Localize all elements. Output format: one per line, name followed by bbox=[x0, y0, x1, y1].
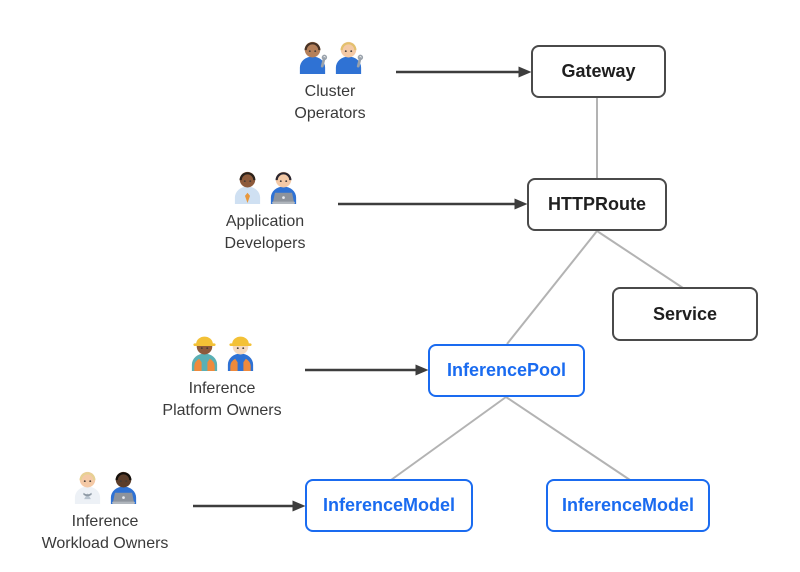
node-httproute: HTTPRoute bbox=[527, 178, 667, 231]
actor-application-developers: Application Developers bbox=[175, 167, 355, 255]
actor-label-line: Workload Owners bbox=[41, 535, 169, 552]
workload-owners-pair-icon bbox=[71, 467, 140, 504]
actor-label-inference-workload-owners: Inference Workload Owners bbox=[42, 511, 169, 555]
node-inference-model-left: InferenceModel bbox=[305, 479, 473, 532]
edge-httproute-service bbox=[596, 230, 684, 289]
actor-label-inference-platform-owners: Inference Platform Owners bbox=[162, 378, 281, 422]
edge-inferencepool-inferencemodel-left bbox=[390, 396, 507, 481]
edge-httproute-inferencepool bbox=[506, 230, 598, 345]
node-inference-pool: InferencePool bbox=[428, 344, 585, 397]
actor-label-line: Operators bbox=[294, 105, 366, 122]
actor-label-application-developers: Application Developers bbox=[225, 211, 306, 255]
actor-label-line: Inference bbox=[71, 513, 139, 530]
node-gateway: Gateway bbox=[531, 45, 666, 98]
developers-pair-icon bbox=[231, 167, 300, 204]
construction-workers-pair-icon bbox=[188, 334, 257, 371]
actor-inference-platform-owners: Inference Platform Owners bbox=[132, 334, 312, 422]
actor-cluster-operators: Cluster Operators bbox=[240, 37, 420, 125]
actor-label-line: Cluster bbox=[304, 83, 356, 100]
actor-label-line: Application bbox=[225, 213, 305, 230]
node-inference-model-right: InferenceModel bbox=[546, 479, 710, 532]
actor-label-line: Inference bbox=[188, 380, 256, 397]
node-service: Service bbox=[612, 287, 758, 341]
actor-label-line: Developers bbox=[224, 235, 306, 252]
edge-inferencepool-inferencemodel-right bbox=[505, 396, 631, 481]
actor-inference-workload-owners: Inference Workload Owners bbox=[15, 467, 195, 555]
actor-label-line: Platform Owners bbox=[162, 402, 282, 419]
mechanics-pair-icon bbox=[296, 37, 365, 74]
actor-label-cluster-operators: Cluster Operators bbox=[294, 81, 365, 125]
